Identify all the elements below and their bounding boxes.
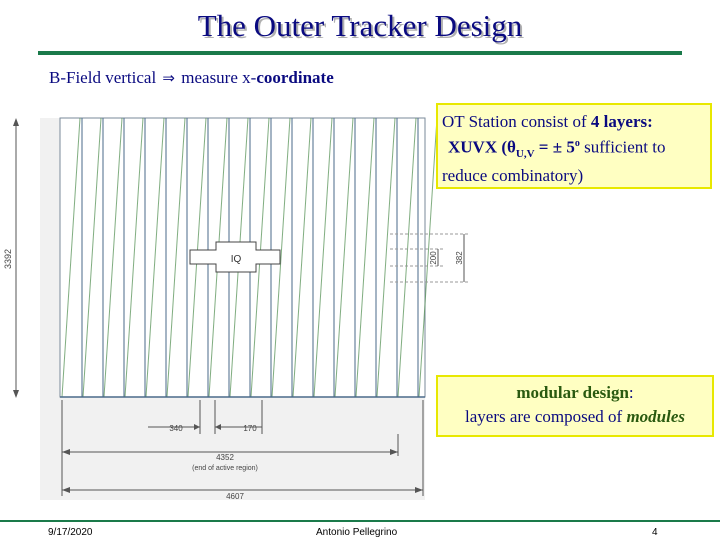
- footer-date: 9/17/2020: [48, 527, 93, 538]
- layers-note-line2: XUVX (θU,V = ± 5o sufficient to: [442, 133, 706, 165]
- footer-rule: [0, 520, 720, 522]
- stereo-line: [82, 117, 102, 398]
- stereo-line: [397, 117, 417, 398]
- stereo-line: [124, 117, 144, 398]
- modular-note-line1: modular design:: [442, 381, 708, 405]
- degree-symbol: o: [574, 138, 580, 149]
- stereo-line: [418, 117, 438, 398]
- module-lines: [81, 118, 419, 397]
- dim-width: 340: [169, 424, 183, 433]
- stereo-line: [103, 117, 123, 398]
- xuvx-label: XUVX (: [448, 137, 508, 157]
- dim-total: 4607: [226, 492, 244, 501]
- modular-prefix: layers are composed of: [465, 407, 623, 426]
- footer-author: Antonio Pellegrino: [316, 527, 398, 538]
- dim-height: 3392: [3, 249, 13, 269]
- layers-note-prefix: OT Station consist of: [442, 112, 587, 131]
- modular-note: modular design: layers are composed of m…: [436, 375, 714, 437]
- implies-arrow-icon: ⇒: [162, 69, 175, 87]
- dim-active-note: (end of active region): [192, 465, 258, 472]
- modules-label: modules: [626, 407, 685, 426]
- stereo-line: [313, 117, 333, 398]
- slide-title: The Outer Tracker Design: [197, 8, 523, 43]
- footer-page: 4: [652, 527, 658, 538]
- dim-active: 4352: [216, 453, 234, 462]
- modular-colon: :: [628, 383, 634, 402]
- stereo-lines: [61, 117, 438, 398]
- layers-note-line3: reduce combinatory): [442, 166, 584, 186]
- modular-design-label: modular design: [516, 383, 629, 402]
- stereo-line: [145, 117, 165, 398]
- stereo-line: [376, 117, 396, 398]
- sufficient-text: sufficient to: [579, 137, 666, 157]
- beam-label: IQ: [231, 254, 242, 265]
- subtitle-bold: coordinate: [256, 68, 334, 87]
- layers-note-bold: 4 layers:: [590, 112, 653, 131]
- dim-170: 170: [243, 424, 257, 433]
- title-underline: [38, 51, 682, 55]
- theta-subscript: U,V: [515, 148, 535, 161]
- stereo-line: [292, 117, 312, 398]
- tracker-drawing: IQ 3392 200 382 340 170 4352 (end of act…: [0, 104, 475, 514]
- dim-hole: 200: [429, 251, 438, 265]
- stereo-line: [334, 117, 354, 398]
- stereo-line: [166, 117, 186, 398]
- subtitle: B-Field vertical ⇒ measure x-coordinate: [49, 68, 334, 88]
- layers-note-line1: OT Station consist of 4 layers:: [442, 111, 706, 133]
- stereo-line: [355, 117, 375, 398]
- stereo-line: [271, 117, 291, 398]
- angle-value: = ± 5: [534, 137, 575, 157]
- subtitle-prefix: B-Field vertical: [49, 68, 157, 87]
- modular-note-line2: layers are composed of modules: [442, 405, 708, 429]
- subtitle-mid: measure x-: [181, 68, 257, 87]
- stereo-line: [61, 117, 81, 398]
- beam-hole: [189, 241, 281, 273]
- dim-hole-outer: 382: [455, 251, 464, 265]
- theta-symbol: θ: [507, 137, 516, 157]
- layers-note: OT Station consist of 4 layers: XUVX (θU…: [436, 103, 712, 189]
